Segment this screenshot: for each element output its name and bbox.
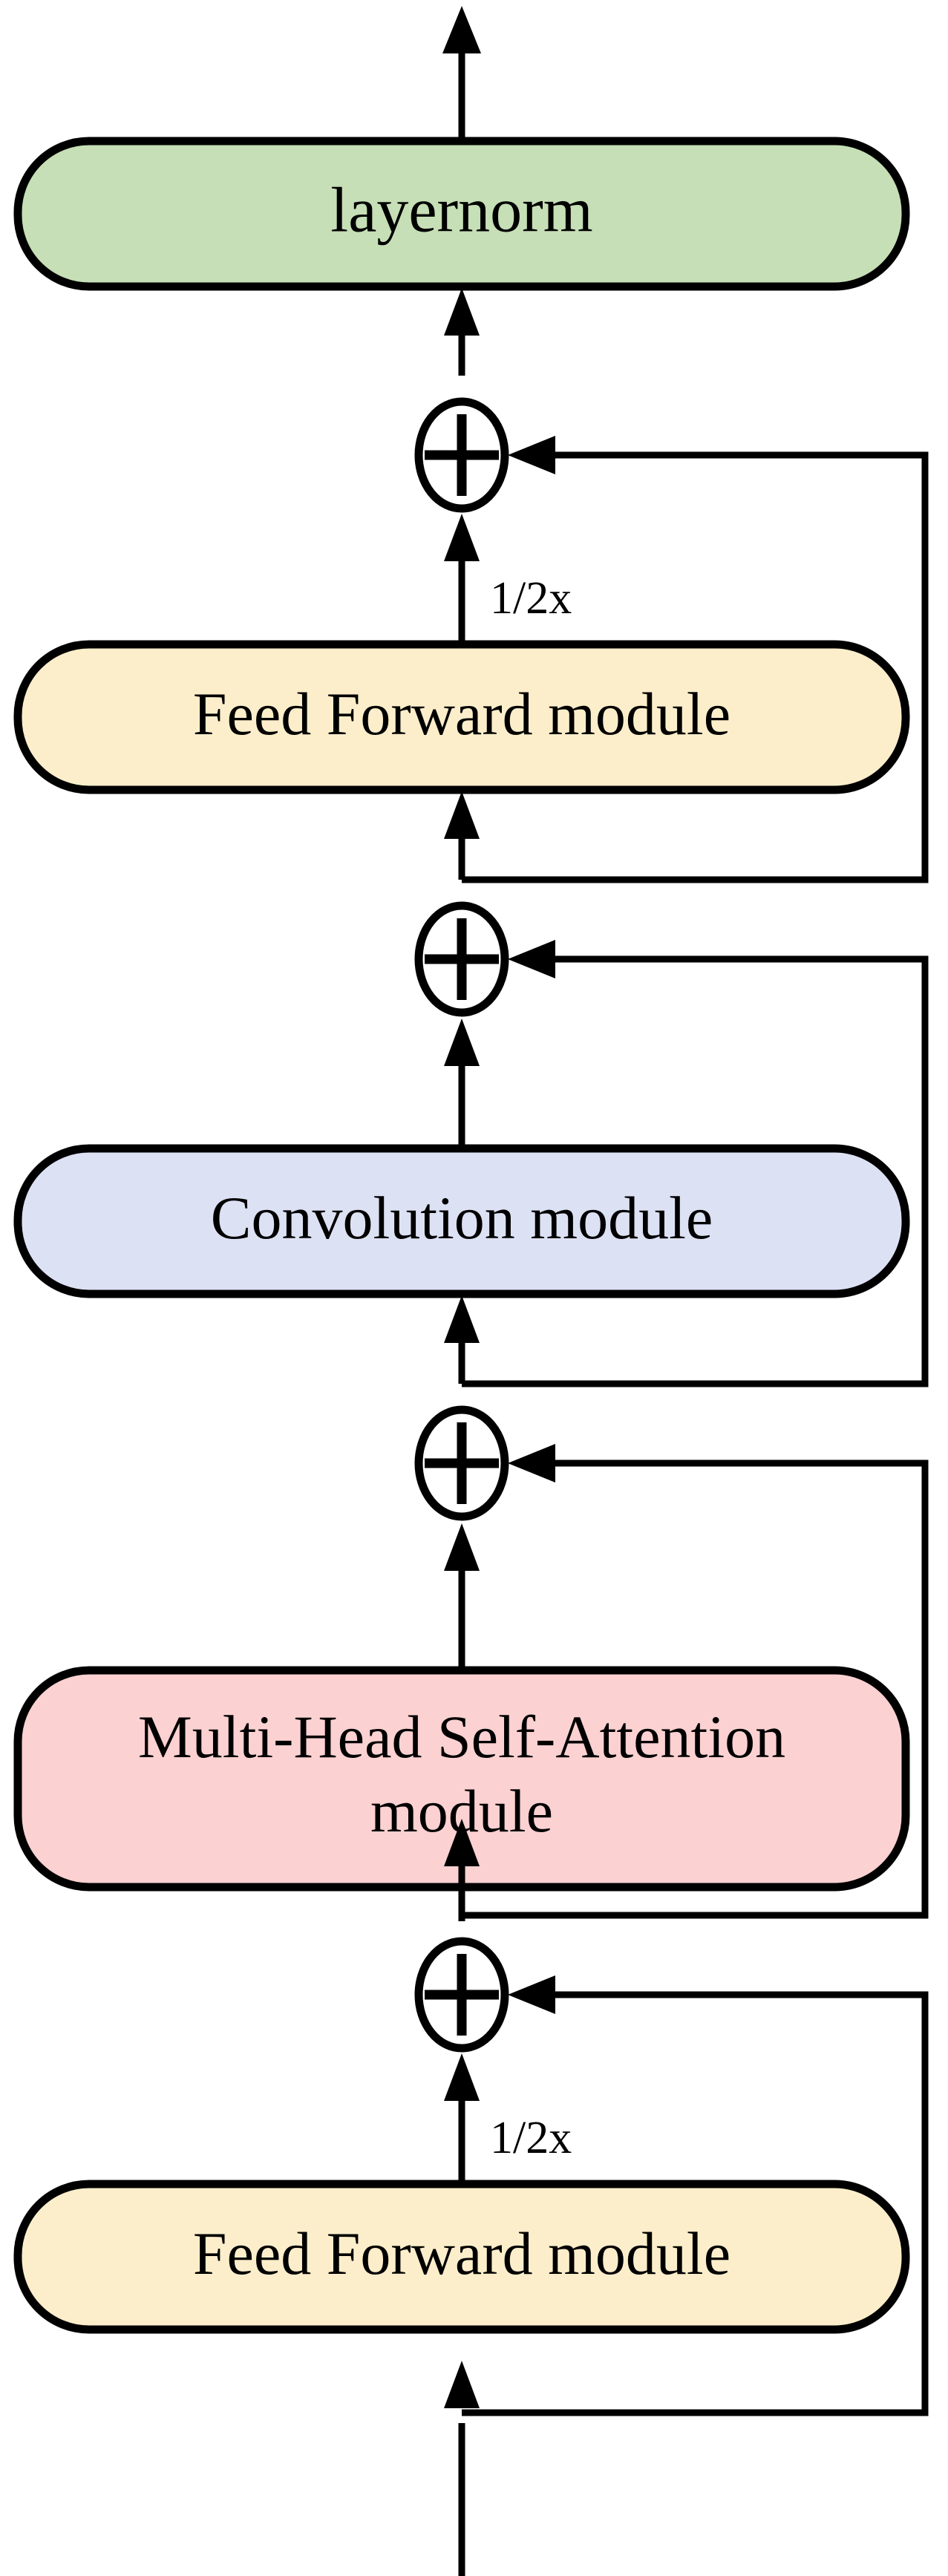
feed-forward-bottom-box-shape [13,2180,910,2334]
residual-path-3 [462,955,929,1387]
layernorm-box-shape [13,137,910,291]
adder-1-group [414,1819,929,2416]
residual-path-4 [462,451,929,883]
residual-path-1 [462,1991,929,2416]
node-attention[interactable]: Multi-Head Self-Attention module [13,1523,910,1892]
residual-path-2 [462,1459,929,1919]
residual-arrowhead-3 [508,940,555,978]
layernorm-label: layernorm [330,174,592,246]
residual-arrowhead-1 [508,1975,555,2014]
node-feed-forward-bottom[interactable]: Feed Forward module [13,2053,910,2334]
residual-arrowhead-2 [508,1444,555,1482]
node-feed-forward-top[interactable]: Feed Forward module [13,514,910,794]
feed-forward-bottom-label: Feed Forward module [193,2220,730,2287]
half-scale-label-top: 1/2x [490,573,572,624]
input-arrow [444,2361,480,2576]
residual-arrowhead-4 [508,436,555,474]
feed-forward-top-box-shape [13,640,910,794]
half-scale-label-bottom: 1/2x [490,2113,572,2163]
feed-forward-top-label: Feed Forward module [193,680,730,748]
adder-3-group [414,791,929,1387]
convolution-box-shape [13,1144,910,1298]
attention-label-line1: Multi-Head Self-Attention [138,1703,785,1771]
output-arrow [442,6,481,141]
node-convolution[interactable]: Convolution module [13,1019,910,1298]
convolution-label: Convolution module [211,1184,713,1252]
node-layernorm[interactable]: layernorm [13,137,910,291]
adder-2-group [414,1295,929,1919]
adder-4-group [414,288,929,883]
